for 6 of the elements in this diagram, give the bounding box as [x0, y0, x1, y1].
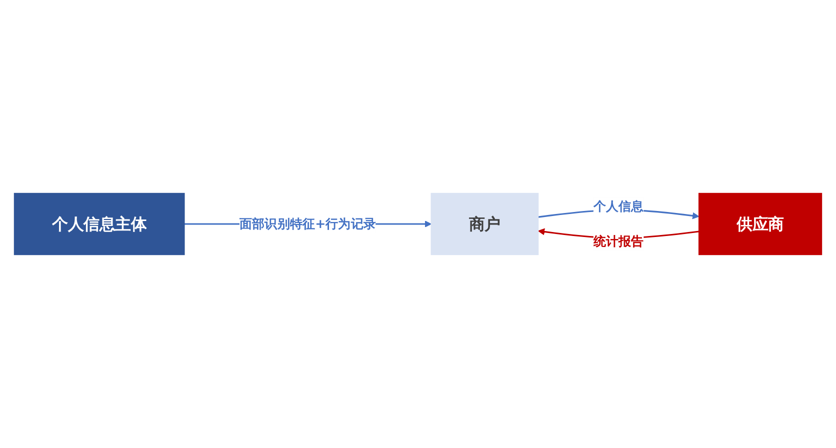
node-box: 供应商: [698, 192, 822, 256]
node-box: 个人信息主体: [14, 192, 185, 256]
node-box: 商户: [430, 192, 539, 256]
edge-label: 统计报告: [593, 233, 644, 248]
edge-label: 个人信息: [593, 198, 644, 214]
edge-label: 面部识别特征+行为记录: [239, 216, 376, 232]
